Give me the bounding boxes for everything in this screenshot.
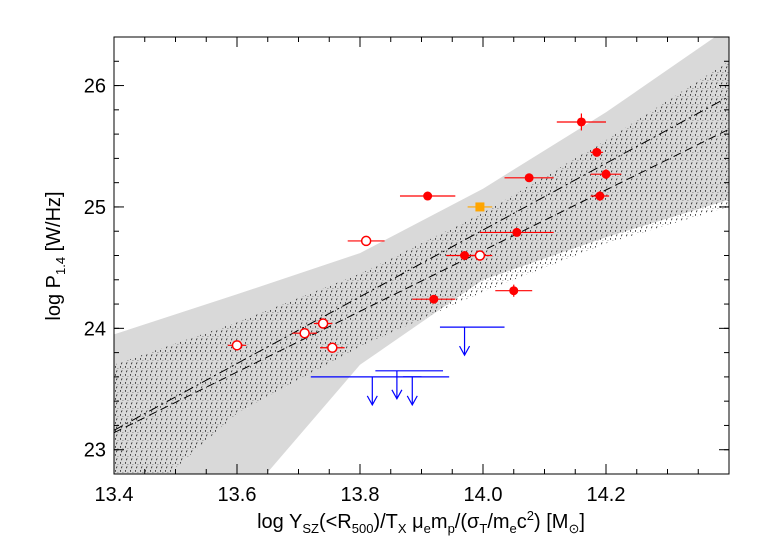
x-tick-label: 14.0 [464, 484, 503, 506]
open-point [231, 340, 243, 351]
x-tick-label: 13.4 [95, 484, 134, 506]
filled-point [460, 251, 470, 260]
square-point [475, 202, 485, 212]
open-point [327, 342, 338, 354]
open-point [360, 235, 372, 247]
alt-fit-line [114, 128, 729, 434]
x-tick-label: 13.8 [341, 484, 380, 506]
filled-point [592, 147, 602, 157]
hatched-band [114, 61, 729, 474]
upper-limit-arrow-head [366, 395, 378, 407]
filled-point [601, 169, 611, 179]
filled-point [512, 227, 522, 237]
y-tick-label: 24 [84, 318, 106, 340]
upper-limit-arrow-head [459, 345, 471, 357]
filled-point [576, 117, 586, 127]
x-tick-label: 13.6 [218, 484, 257, 506]
x-tick-label: 14.2 [587, 484, 626, 506]
axes: 13.4 13.6 13.8 14.0 14.2 23 24 25 26 [84, 36, 730, 506]
filled-point [595, 191, 605, 201]
x-axis-title: log YSZ(<R500)/TX μemp/(σT/mec2) [M⊙] [257, 508, 585, 536]
y-tick-label: 25 [84, 197, 106, 219]
upper-limit-arrow-head [406, 395, 418, 407]
filled-point [509, 286, 519, 296]
data-marks [227, 113, 622, 407]
filled-point [524, 173, 534, 183]
open-point [317, 318, 329, 329]
upper-limit-arrow-head [391, 389, 403, 401]
y-axis-title: log P1.4 [W/Hz] [43, 191, 68, 320]
open-point [299, 327, 310, 339]
y-tick-label: 26 [84, 76, 106, 98]
filled-point [423, 191, 433, 201]
fit-line [114, 96, 729, 431]
filled-point [429, 294, 439, 304]
y-tick-label: 23 [84, 440, 106, 462]
open-point [474, 250, 486, 261]
